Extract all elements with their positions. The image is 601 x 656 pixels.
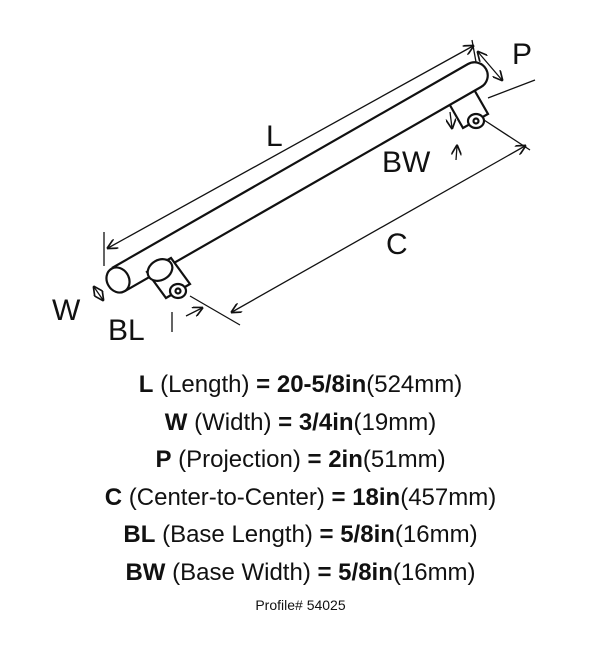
label-C: C [386, 228, 408, 261]
pull-bar [105, 61, 490, 300]
spec-metric: (16mm) [394, 521, 478, 548]
spec-row-p: P (Projection) = 2in(51mm) [0, 441, 601, 479]
spec-row-l: L (Length) = 20-5/8in(524mm) [0, 366, 601, 404]
profile-number: Profile# 54025 [255, 597, 346, 613]
spec-imperial: 5/8in [338, 558, 393, 586]
spec-equals: = [256, 371, 271, 398]
spec-metric: (524mm) [366, 371, 463, 398]
spec-imperial: 18in [352, 483, 401, 511]
spec-equals: = [319, 521, 334, 548]
spec-name: (Projection) [178, 446, 301, 473]
spec-row-c: C (Center-to-Center) = 18in(457mm) [0, 479, 601, 517]
spec-code: C [104, 483, 123, 511]
spec-metric: (19mm) [353, 408, 437, 436]
label-BL: BL [108, 314, 145, 347]
spec-code: W [164, 408, 188, 436]
spec-metric: (51mm) [362, 446, 446, 473]
spec-imperial: 3/4in [298, 408, 354, 436]
spec-imperial: 20-5/8in [276, 371, 367, 398]
spec-code: P [155, 446, 172, 473]
spec-equals: = [317, 558, 332, 586]
label-BW: BW [382, 146, 431, 179]
dimension-lines [94, 39, 536, 332]
spec-code: BL [123, 521, 156, 548]
bar-pull-diagram: L P BW C W BL [52, 38, 536, 347]
spec-row-w: W (Width) = 3/4in(19mm) [0, 404, 601, 442]
spec-equals: = [331, 483, 346, 511]
spec-row-bl: BL (Base Length) = 5/8in(16mm) [0, 516, 601, 554]
spec-code: L [138, 371, 154, 398]
spec-list: L (Length) = 20-5/8in(524mm)W (Width) = … [0, 366, 601, 591]
spec-metric: (457mm) [400, 483, 497, 511]
spec-metric: (16mm) [392, 558, 476, 586]
spec-name: (Center-to-Center) [128, 483, 325, 511]
label-P: P [512, 38, 532, 71]
spec-row-bw: BW (Base Width) = 5/8in(16mm) [0, 554, 601, 592]
spec-equals: = [278, 408, 293, 436]
spec-imperial: 5/8in [340, 521, 395, 548]
spec-equals: = [307, 446, 322, 473]
spec-code: BW [125, 558, 166, 586]
spec-name: (Length) [160, 371, 250, 398]
label-W: W [52, 294, 81, 327]
spec-name: (Base Length) [162, 521, 313, 548]
label-L: L [266, 120, 283, 153]
spec-name: (Base Width) [172, 558, 311, 586]
spec-name: (Width) [194, 408, 272, 436]
spec-imperial: 2in [328, 446, 363, 473]
